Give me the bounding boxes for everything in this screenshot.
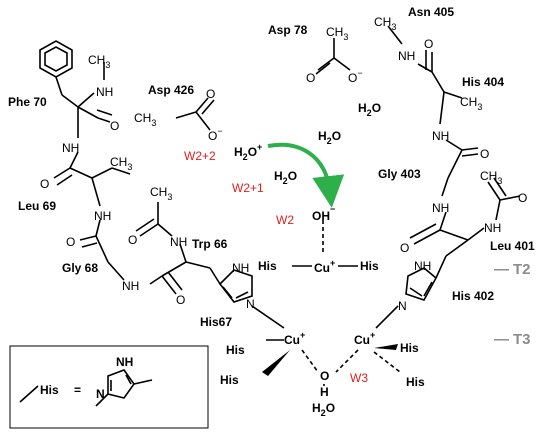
legend-box: His = NH N [9, 345, 209, 429]
label-phe70: Phe 70 [8, 95, 47, 109]
asp78-carboxylate [315, 38, 351, 75]
label-w2: W2 [276, 213, 294, 227]
asp426-carboxylate [175, 97, 215, 131]
wedge-bond-right [374, 344, 398, 350]
atom-o-leu401: O [400, 241, 409, 255]
cu-t3-right: Cu+ [354, 330, 375, 347]
water-3: H2O [274, 169, 297, 186]
bridging-h: H [320, 385, 329, 399]
atom-ch3-trp: CH3 [150, 185, 172, 202]
atom-o-asp426-a: O [206, 87, 215, 101]
atom-o-gly403: O [480, 147, 489, 161]
bridging-o: O [320, 369, 329, 383]
label-w2-plus-2: W2+2 [184, 149, 216, 163]
label-w3: W3 [350, 371, 368, 385]
atom-nh-his67: NH [232, 261, 249, 275]
cu-t3-left: Cu+ [284, 330, 305, 347]
his-t3-right-a: His [400, 341, 419, 355]
water-1: H2O [318, 129, 341, 146]
label-leu401: Leu 401 [490, 239, 535, 253]
label-leu69: Leu 69 [18, 199, 56, 213]
label-w2-plus-1: W2+1 [232, 181, 264, 195]
label-asp78: Asp 78 [268, 23, 308, 37]
hydroxide-w2: OH− [312, 204, 335, 223]
atom-o-trp-ac: O [128, 233, 137, 247]
water-2: H2O [358, 101, 381, 118]
atom-n-his67: N [246, 297, 255, 311]
site-t3-label: —T3 [494, 331, 531, 348]
atom-ch3-asn: CH3 [374, 15, 396, 32]
atom-o-phe: O [110, 119, 119, 133]
label-gly403: Gly 403 [378, 167, 421, 181]
legend-nh: NH [116, 355, 133, 369]
label-his402: His 402 [452, 289, 494, 303]
atom-nh-his404: NH [432, 129, 449, 143]
atom-o-asp78-a: O [306, 71, 315, 85]
atom-o-gly: O [66, 235, 75, 249]
label-trp66: Trp 66 [192, 237, 228, 251]
atom-nh-trp: NH [122, 279, 139, 293]
legend-his: His [40, 383, 59, 397]
left-backbone [39, 40, 285, 329]
his-t3-left-b: His [220, 373, 239, 387]
his-t3-left-a: His [226, 343, 245, 357]
cu-t2: Cu+ [314, 258, 335, 275]
label-his67: His67 [200, 315, 232, 329]
label-gly68: Gly 68 [62, 261, 98, 275]
atom-nh-leu401: NH [484, 221, 501, 235]
atom-o-leu401-ac: O [518, 191, 527, 205]
water-4: H2O [312, 401, 335, 418]
atom-ch3-leu401: CH3 [480, 169, 502, 186]
atom-nh-phe: NH [96, 85, 113, 99]
his-t2-left: His [258, 259, 277, 273]
copper-center [262, 220, 401, 376]
wedge-bond-left [262, 350, 290, 376]
atom-ch3-leu: CH3 [110, 155, 132, 172]
atom-n-his402: N [398, 299, 407, 313]
proton-transfer-arrow [267, 142, 345, 208]
atom-h-h2o: H2O+ [234, 142, 262, 162]
atom-ch3-asp426: CH3 [134, 111, 156, 128]
atom-o-asp78-b: O− [348, 68, 363, 85]
atom-ch3-asp78: CH3 [326, 25, 348, 42]
atom-o-leu: O [40, 177, 49, 191]
atom-o-asp426-b: O− [208, 126, 223, 143]
atom-ch3-phe: CH3 [88, 53, 110, 70]
atom-nh-trp-ac: NH [170, 235, 187, 249]
legend-n: N [96, 387, 105, 401]
atom-nh-gly: NH [94, 209, 111, 223]
label-his404: His 404 [462, 75, 504, 89]
his-t3-right-b: His [406, 375, 425, 389]
atom-nh-gly403: NH [432, 201, 449, 215]
atom-ch3-his404: CH3 [460, 95, 482, 112]
label-asp426: Asp 426 [148, 83, 194, 97]
atom-nh-leu: NH [62, 141, 79, 155]
legend-equals: = [74, 383, 81, 397]
site-t2-label: —T2 [494, 261, 531, 278]
atom-nh-asn: NH [398, 49, 415, 63]
label-asn405: Asn 405 [408, 5, 454, 19]
atom-nh-his402: NH [414, 259, 431, 273]
right-backbone [375, 25, 521, 329]
his-t2-right: His [360, 259, 379, 273]
atom-o-asn: O [424, 37, 433, 51]
atom-o-trp: O [176, 293, 185, 307]
